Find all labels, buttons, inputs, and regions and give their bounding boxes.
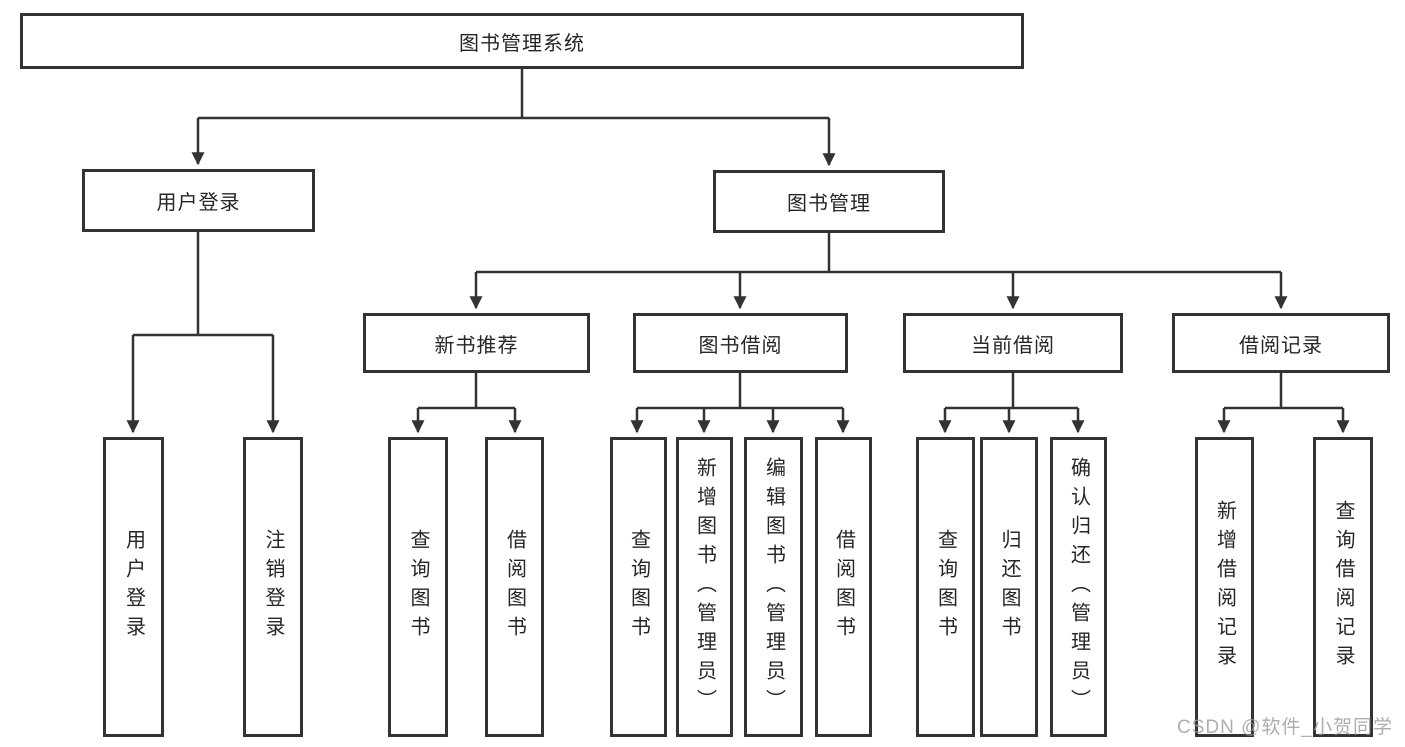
leaf-borrow-book-recommend-label: 借阅图书 [503, 529, 526, 645]
leaf-edit-book-admin-label: 编辑图书（管理员） [762, 456, 785, 718]
leaf-query-borrow-record: 查询借阅记录 [1313, 437, 1373, 737]
leaf-borrow-book-label: 借阅图书 [832, 529, 855, 645]
leaf-edit-book-admin: 编辑图书（管理员） [744, 437, 803, 737]
leaf-logout: 注销登录 [243, 437, 303, 737]
leaf-confirm-return-admin: 确认归还（管理员） [1050, 437, 1107, 737]
node-current-borrow: 当前借阅 [903, 313, 1123, 373]
leaf-confirm-return-admin-label: 确认归还（管理员） [1067, 456, 1090, 718]
csdn-watermark: CSDN @软件_小贺同学 [1177, 717, 1393, 738]
leaf-query-book-borrow: 查询图书 [610, 437, 667, 737]
node-book-borrow: 图书借阅 [633, 313, 848, 373]
node-borrow-record: 借阅记录 [1172, 313, 1390, 373]
leaf-query-book-current: 查询图书 [916, 437, 975, 737]
node-system-root: 图书管理系统 [20, 13, 1024, 69]
leaf-return-book: 归还图书 [980, 437, 1038, 737]
node-book-management: 图书管理 [713, 170, 945, 233]
leaf-add-borrow-record-label: 新增借阅记录 [1213, 500, 1236, 674]
node-new-book-recommend: 新书推荐 [363, 313, 590, 373]
leaf-query-book-recommend: 查询图书 [388, 437, 448, 737]
leaf-logout-label: 注销登录 [262, 529, 284, 645]
leaf-query-book-current-label: 查询图书 [934, 529, 957, 645]
leaf-query-book-recommend-label: 查询图书 [407, 529, 429, 645]
leaf-borrow-book: 借阅图书 [815, 437, 872, 737]
leaf-add-borrow-record: 新增借阅记录 [1195, 437, 1254, 737]
leaf-borrow-book-recommend: 借阅图书 [485, 437, 544, 737]
leaf-add-book-admin-label: 新增图书（管理员） [693, 456, 716, 718]
leaf-query-borrow-record-label: 查询借阅记录 [1332, 500, 1354, 674]
leaf-user-login: 用户登录 [103, 437, 164, 737]
leaf-add-book-admin: 新增图书（管理员） [676, 437, 733, 737]
leaf-return-book-label: 归还图书 [998, 529, 1020, 645]
leaf-user-login-label: 用户登录 [122, 529, 145, 645]
leaf-query-book-borrow-label: 查询图书 [627, 529, 650, 645]
node-user-login: 用户登录 [82, 169, 315, 232]
